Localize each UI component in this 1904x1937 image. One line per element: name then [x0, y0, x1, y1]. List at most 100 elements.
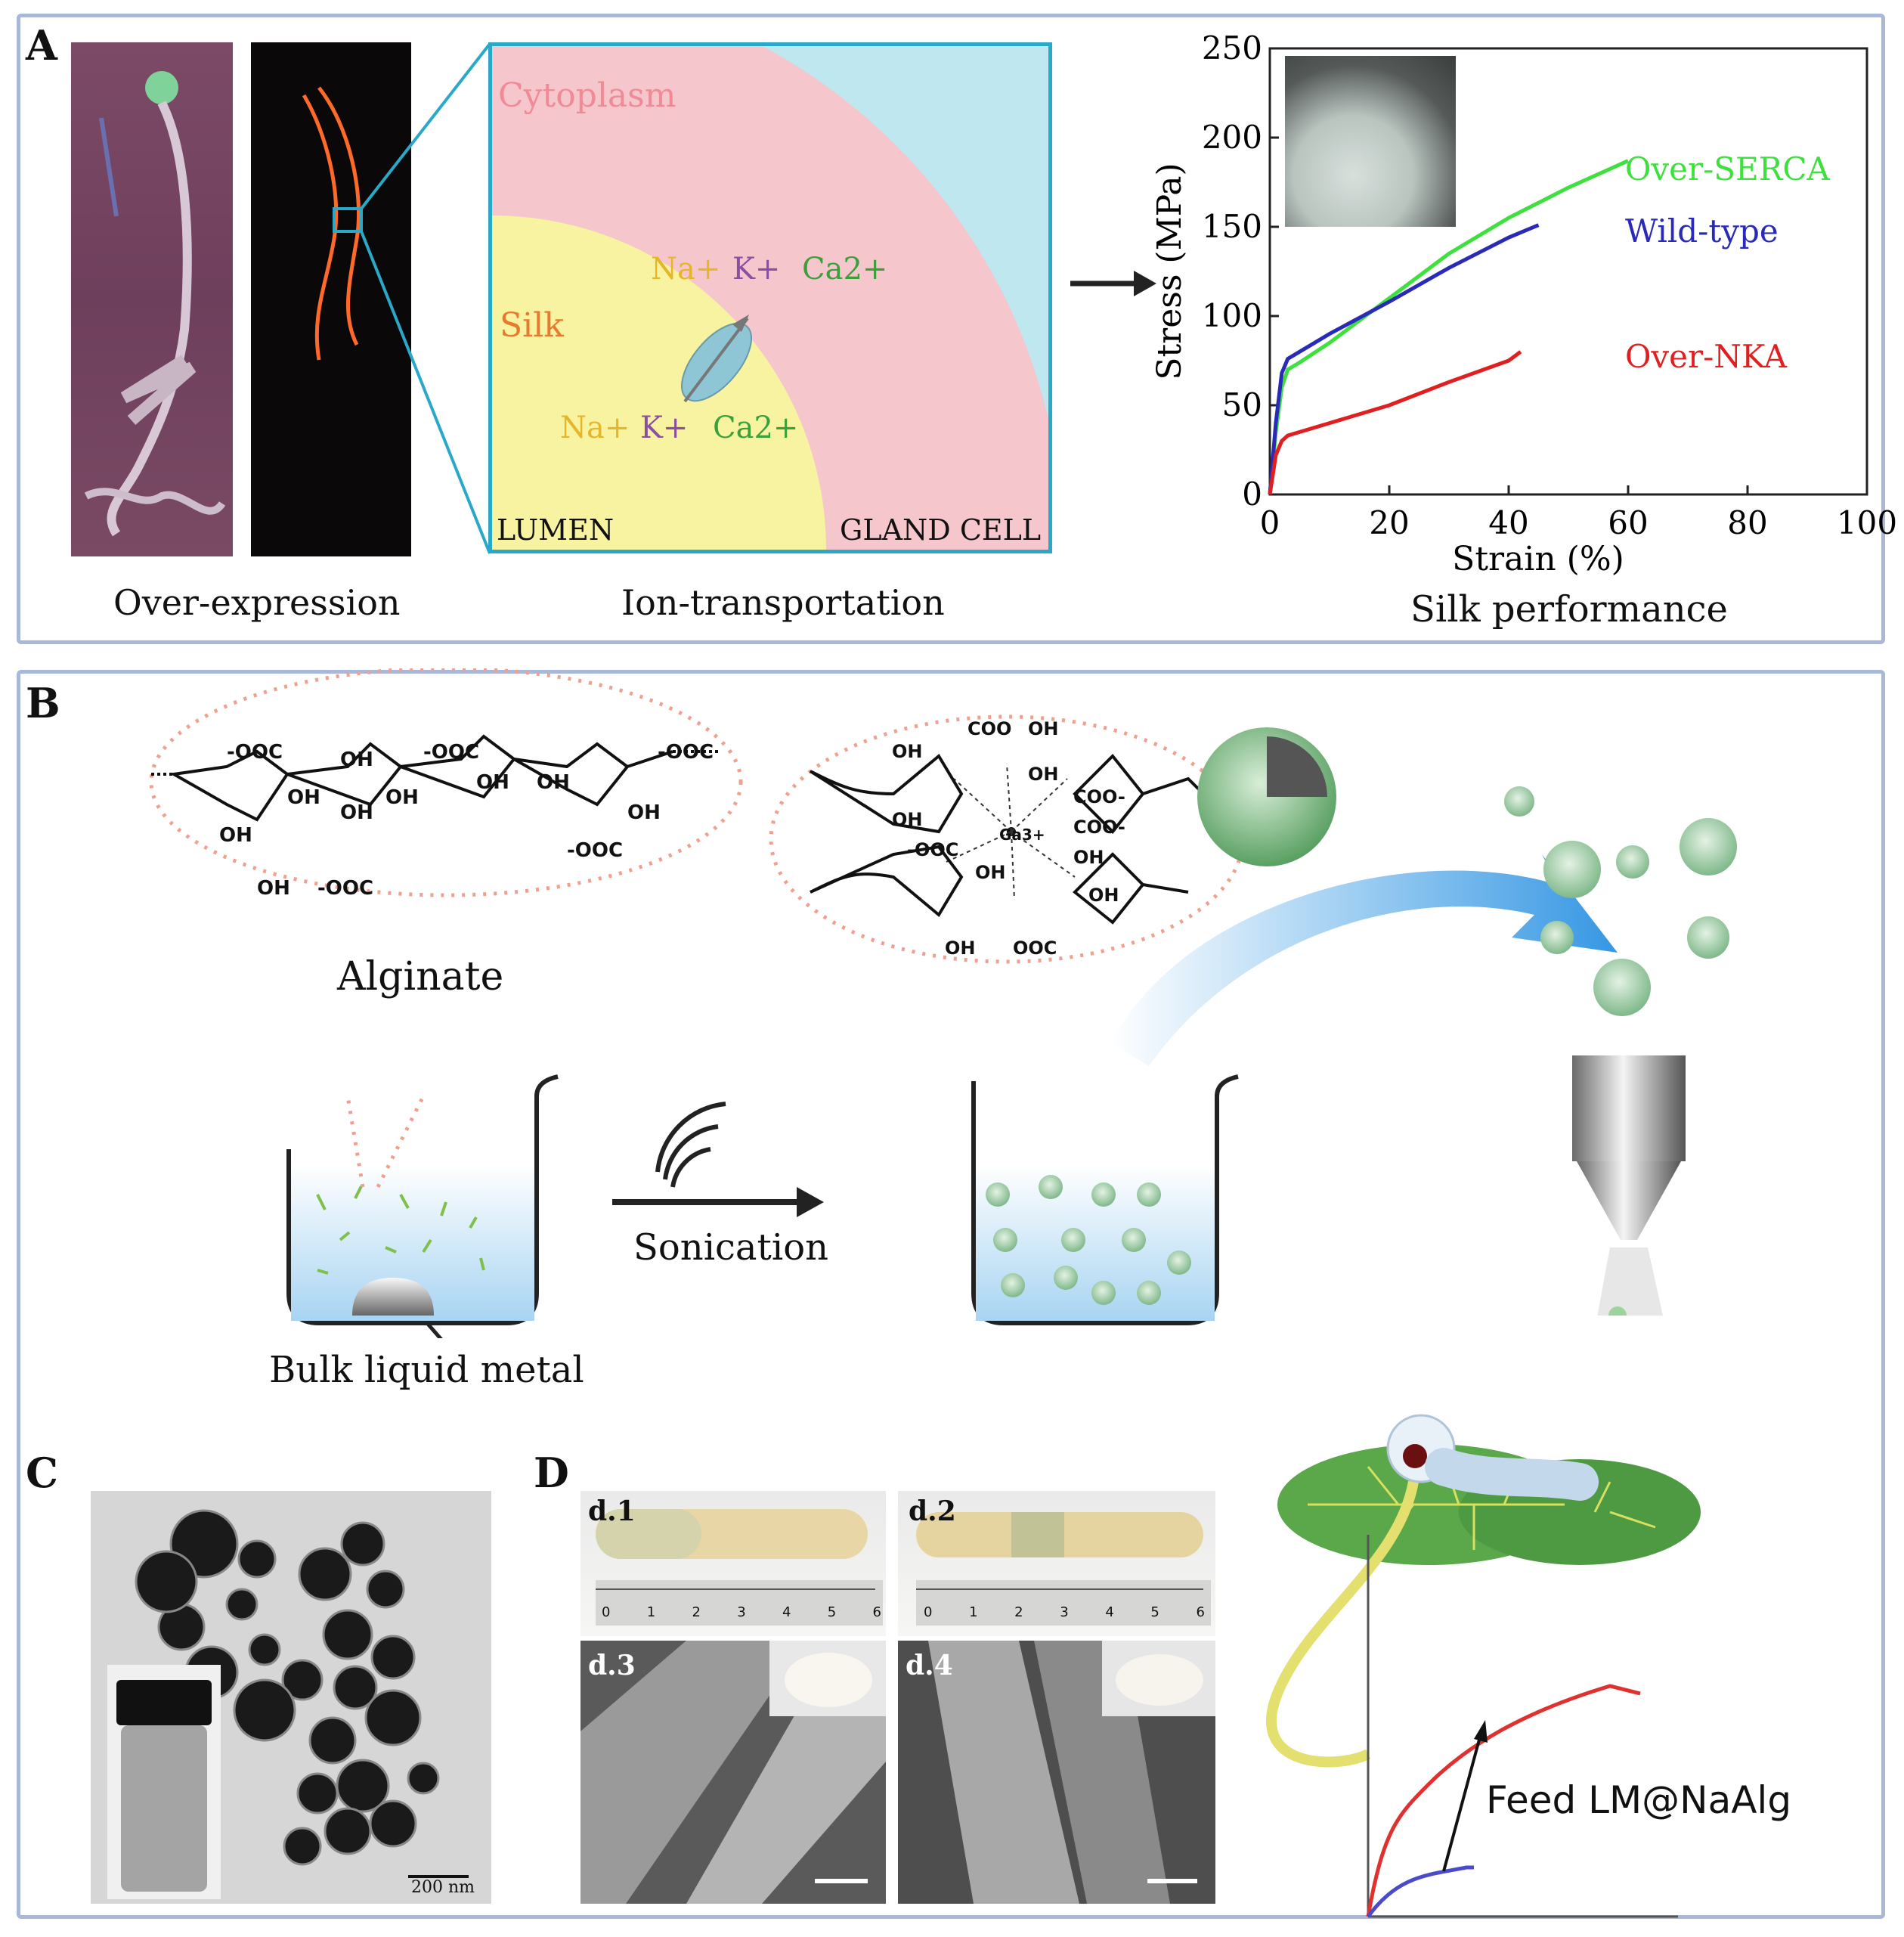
chem-label: OH [892, 741, 923, 762]
ruler-tick: 4 [782, 1604, 791, 1620]
ruler-tick: 6 [1196, 1604, 1205, 1620]
chem-label: -OOC [907, 839, 959, 860]
ruler-tick: 1 [646, 1604, 656, 1620]
x-tick-label: 0 [1260, 504, 1280, 541]
chem-label: OH [340, 801, 373, 824]
chem-label: OH [537, 771, 570, 794]
chem-label: -OOC [227, 741, 283, 764]
chem-label: OH [892, 809, 923, 830]
ion-transport-diagram: Cytoplasm Silk LUMEN GLAND CELL Na+ K+ C… [488, 42, 1052, 553]
ion-na-bottom: Na+ [560, 411, 630, 445]
d4-label: d.4 [906, 1650, 953, 1681]
alginate-label: Alginate [337, 954, 504, 999]
series-line-wild-type [1268, 223, 1540, 495]
fluorescent-gland-photo [251, 42, 411, 556]
chem-label: COO- [1073, 786, 1125, 807]
chem-label: OH [1028, 764, 1059, 785]
chem-label: -OOC [658, 741, 714, 764]
sonication-label: Sonication [633, 1226, 828, 1269]
d3-label: d.3 [588, 1650, 636, 1681]
panel-a-label: A [26, 21, 57, 70]
y-tick-label: 150 [1202, 208, 1262, 245]
series-label-over-serca: Over-SERCA [1625, 150, 1830, 188]
panel-d-label: D [534, 1449, 569, 1497]
caption-overexpression: Over-expression [113, 582, 401, 623]
x-axis-label: Strain (%) [1452, 540, 1624, 578]
sem-image-d3: d.3 [580, 1641, 886, 1904]
ruler-tick: 6 [872, 1604, 881, 1620]
y-tick-label: 100 [1202, 297, 1262, 334]
d2-label: d.2 [909, 1495, 956, 1527]
y-tick-label: 200 [1202, 119, 1262, 156]
y-axis-label: Stress (MPa) [1150, 163, 1189, 380]
plot-frame [1268, 47, 1868, 496]
panel-a [17, 14, 1885, 644]
gland-drawing [84, 71, 226, 537]
chem-label: OH [340, 748, 373, 771]
caption-iontransport: Ion-transportation [621, 582, 945, 623]
alginate-structure [149, 668, 743, 897]
cytoplasm-label: Cytoplasm [498, 76, 676, 115]
fluorescent-drawing [302, 86, 363, 361]
sem-d4 [928, 1641, 1215, 1904]
ruler-tick: 2 [1014, 1604, 1023, 1620]
ruler-tick: 3 [1060, 1604, 1069, 1620]
y-tick-label: 250 [1202, 29, 1262, 67]
chem-label: OH [287, 786, 320, 809]
silk-gland-photo [71, 42, 233, 556]
ruler-tick: 5 [1150, 1604, 1159, 1620]
chem-label: OH [975, 862, 1006, 883]
ruler-tick: 2 [692, 1604, 701, 1620]
panel-b [17, 670, 1885, 1919]
d1-label: d.1 [588, 1495, 636, 1527]
ruler-tick: 1 [969, 1604, 978, 1620]
ion-regions [492, 46, 1048, 550]
ruler-tick: 3 [737, 1604, 746, 1620]
chem-label: OH [1073, 847, 1104, 868]
scale-bar-label: 200 nm [411, 1878, 475, 1897]
worm-d1 [596, 1509, 883, 1626]
chem-label: OH [1028, 718, 1059, 739]
ion-k-bottom: K+ [640, 411, 689, 445]
tem-image: 200 nm [91, 1491, 491, 1904]
x-tick-label: 40 [1488, 504, 1528, 541]
ruler-d1: 0 1 2 3 4 5 6 [602, 1604, 881, 1620]
chem-label: OH [945, 938, 976, 959]
x-tick-label: 100 [1837, 504, 1897, 541]
chem-label: -OOC [317, 877, 374, 900]
ion-k-top: K+ [732, 252, 781, 287]
chem-label: OH [1088, 885, 1119, 906]
chem-label: -OOC [567, 839, 624, 862]
silkworm-illustration [1266, 1414, 1701, 1918]
caption-silk-performance: Silk performance [1410, 588, 1728, 631]
chem-label: -OOC [423, 741, 480, 764]
chem-label: OOC [1013, 938, 1057, 959]
ion-ca-top: Ca2+ [802, 252, 888, 287]
y-tick-label: 0 [1242, 476, 1262, 513]
chem-label: OH [627, 801, 661, 824]
chem-label: OH [219, 824, 252, 847]
series-line-over-nka [1268, 350, 1522, 495]
lumen-label: LUMEN [497, 513, 615, 547]
x-tick-label: 80 [1727, 504, 1767, 541]
chem-label: COO- [1073, 817, 1125, 838]
beakers-illustration [286, 1074, 1239, 1338]
chem-label: OH [476, 771, 509, 794]
chem-label: COO [967, 718, 1012, 739]
chem-label: OH [257, 877, 290, 900]
ruler-tick: 0 [924, 1604, 933, 1620]
ion-na-top: Na+ [651, 252, 721, 287]
sem-d3 [580, 1641, 886, 1904]
series-label-wild-type: Wild-type [1625, 212, 1779, 249]
spray-illustration [1111, 727, 1737, 1316]
ruler-tick: 0 [602, 1604, 611, 1620]
gland-cell-label: GLAND CELL [840, 513, 1042, 547]
chem-label: OH [385, 786, 419, 809]
ion-ca-bottom: Ca2+ [713, 411, 799, 445]
feed-label: Feed LM@NaAlg [1486, 1778, 1792, 1822]
chem-label: Ga3+ [999, 826, 1045, 844]
ruler-tick: 5 [827, 1604, 837, 1620]
silkworm-photo-d1: d.1 0 1 2 3 4 5 6 [580, 1491, 886, 1636]
